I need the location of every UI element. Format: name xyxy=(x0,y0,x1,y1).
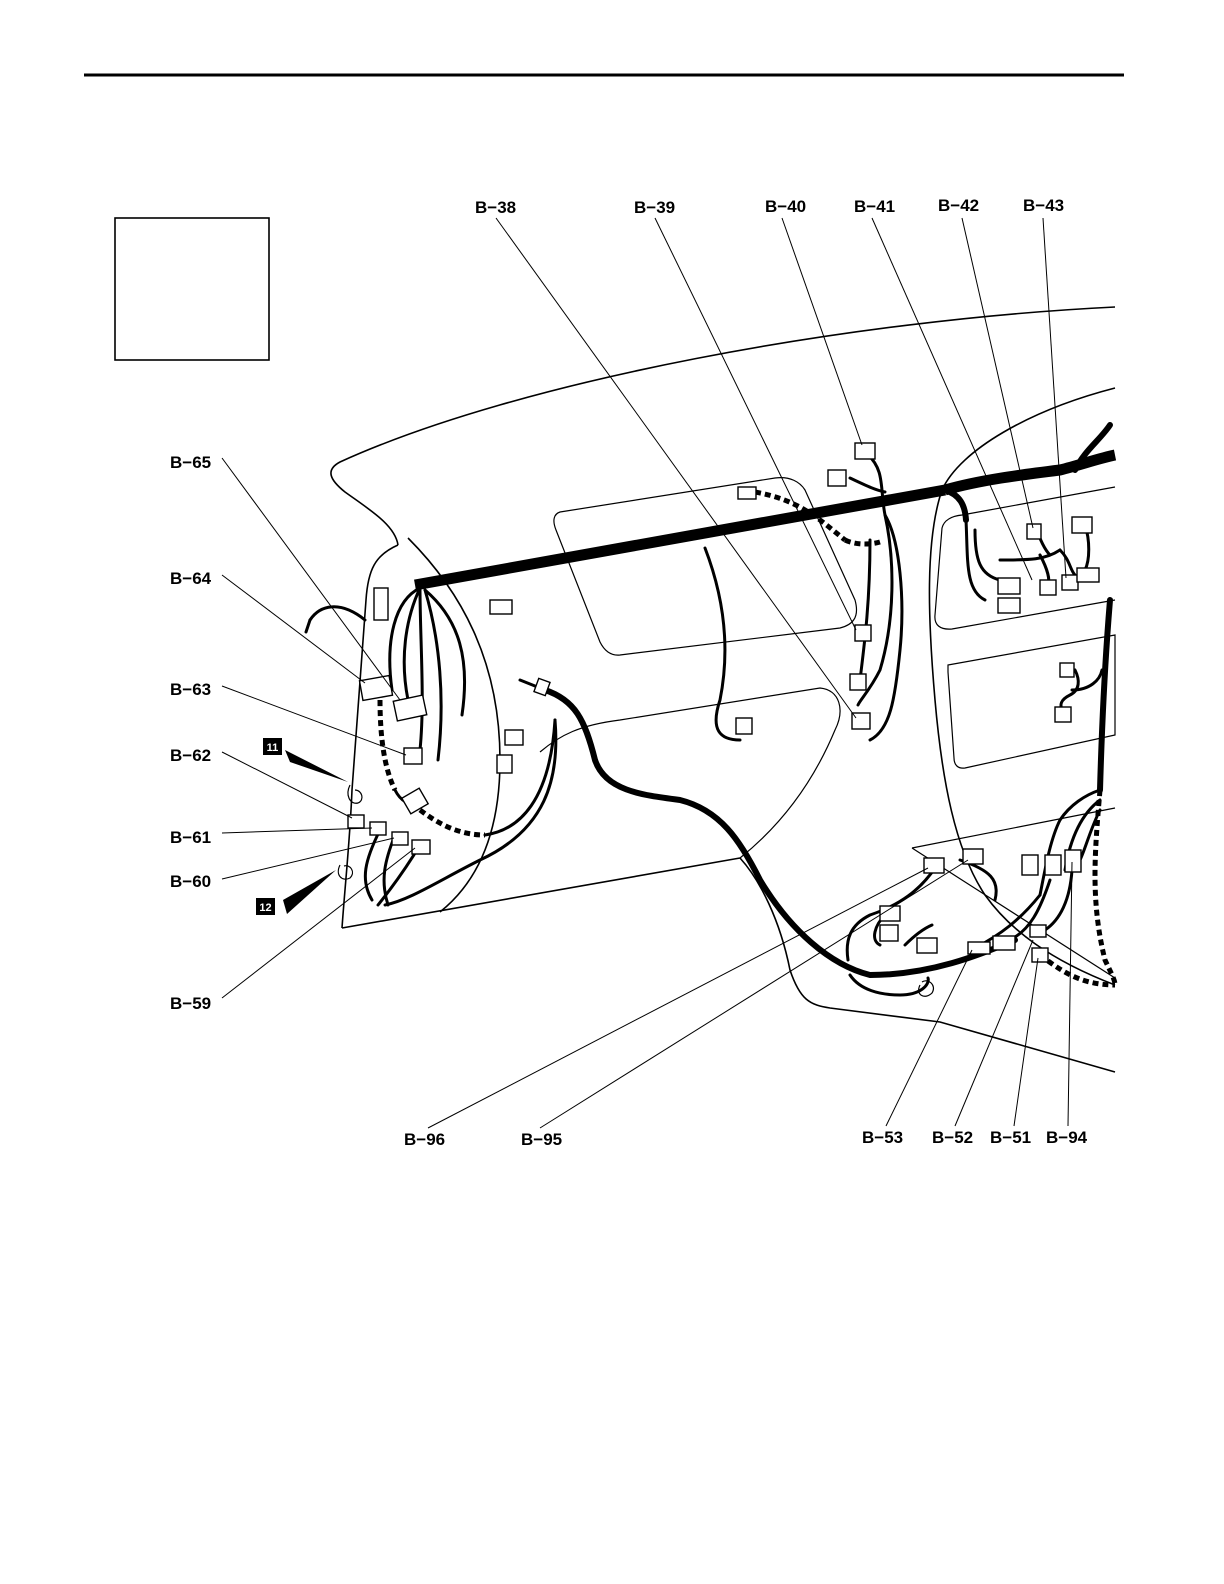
label-b62: B−62 xyxy=(170,746,211,765)
connector-b60 xyxy=(392,832,408,845)
label-b42: B−42 xyxy=(938,196,979,215)
locator-box xyxy=(115,218,269,360)
label-b52: B−52 xyxy=(932,1128,973,1147)
label-b39: B−39 xyxy=(634,198,675,217)
label-b40: B−40 xyxy=(765,197,806,216)
ground-point-11: 11 xyxy=(263,738,348,782)
label-b96: B−96 xyxy=(404,1130,445,1149)
connector-labels: B−38 B−39 B−40 B−41 B−42 B−43 B−65 B−64 … xyxy=(170,196,1088,1149)
connector-center-low xyxy=(736,718,752,734)
label-b43: B−43 xyxy=(1023,196,1064,215)
label-b94: B−94 xyxy=(1046,1128,1088,1147)
connector-a xyxy=(490,600,512,614)
connector-console-7 xyxy=(1055,707,1071,722)
console-wiring xyxy=(966,517,1102,722)
connector-b52 xyxy=(993,936,1015,950)
connector-c xyxy=(497,755,512,773)
connector-b42 xyxy=(1027,524,1041,539)
connector-b96 xyxy=(924,858,944,873)
connector-lr-3 xyxy=(917,938,937,953)
connector-console-6 xyxy=(1060,663,1074,677)
connector-lr-4 xyxy=(1030,925,1046,937)
label-b59: B−59 xyxy=(170,994,211,1013)
ground-point-12: 12 xyxy=(256,870,336,915)
connector-b63 xyxy=(404,748,422,764)
connector-console-4 xyxy=(1040,580,1056,595)
label-b63: B−63 xyxy=(170,680,211,699)
connector-lr-5 xyxy=(1022,855,1038,875)
connector-console-3 xyxy=(998,598,1020,613)
connector-b xyxy=(505,730,523,745)
connector-relay xyxy=(402,788,428,814)
label-b60: B−60 xyxy=(170,872,211,891)
connector-b94 xyxy=(1065,850,1081,872)
connector-b61 xyxy=(370,822,386,835)
connector-lr-6 xyxy=(1045,855,1061,875)
connector-console-5 xyxy=(1077,568,1099,582)
label-b65: B−65 xyxy=(170,453,211,472)
ground-point-12-label: 12 xyxy=(259,902,271,914)
label-b38: B−38 xyxy=(475,198,516,217)
label-b61: B−61 xyxy=(170,828,211,847)
connector-b41-top xyxy=(828,470,846,486)
connector-lr-2 xyxy=(880,925,898,941)
main-harness xyxy=(415,425,1115,985)
label-b53: B−53 xyxy=(862,1128,903,1147)
connector-console-2 xyxy=(998,578,1020,594)
connector-b59 xyxy=(412,840,430,854)
connector-b51 xyxy=(1032,948,1048,962)
left-end-harness xyxy=(306,588,556,905)
connector-left-top xyxy=(374,588,388,620)
connector-b43 xyxy=(1062,575,1078,590)
connector-cluster-left xyxy=(738,487,756,499)
lower-right-wiring xyxy=(847,790,1115,996)
label-b51: B−51 xyxy=(990,1128,1031,1147)
label-b95: B−95 xyxy=(521,1130,562,1149)
label-b41: B−41 xyxy=(854,197,895,216)
connector-console-1 xyxy=(1072,517,1092,533)
connector-b40 xyxy=(855,443,875,459)
ground-point-11-label: 11 xyxy=(267,742,279,754)
leader-lines xyxy=(222,218,1072,1128)
connector-b39 xyxy=(855,625,871,641)
connector-mid-1 xyxy=(850,674,866,690)
label-b64: B−64 xyxy=(170,569,212,588)
connector-b64 xyxy=(359,676,392,701)
